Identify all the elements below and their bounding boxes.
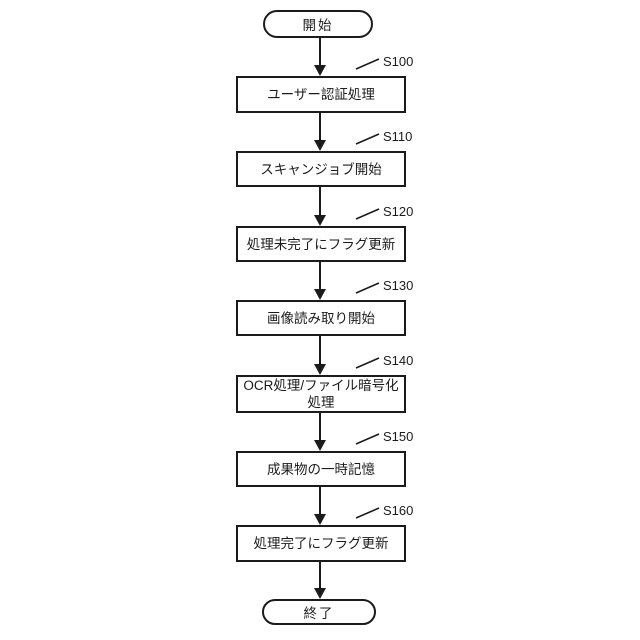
tick-slash-s150 bbox=[355, 433, 380, 445]
arrowhead-icon bbox=[314, 289, 326, 300]
step-label-s140: OCR処理/ファイル暗号化処理 bbox=[243, 378, 399, 410]
step-label-s150: 成果物の一時記憶 bbox=[267, 461, 375, 477]
step-label-s110: スキャンジョブ開始 bbox=[260, 161, 382, 177]
arrowhead-icon bbox=[314, 364, 326, 375]
arrowhead-icon bbox=[314, 440, 326, 451]
arrowhead-icon bbox=[314, 140, 326, 151]
step-id-s130: S130 bbox=[383, 278, 414, 293]
arrowhead-icon bbox=[314, 514, 326, 525]
step-box-s110: スキャンジョブ開始 bbox=[236, 151, 406, 187]
step-box-s140: OCR処理/ファイル暗号化処理 bbox=[236, 375, 406, 413]
arrowhead-icon bbox=[314, 215, 326, 226]
tick-slash-s140 bbox=[355, 357, 380, 369]
step-id-s120: S120 bbox=[383, 204, 414, 219]
step-id-s100: S100 bbox=[383, 54, 414, 69]
step-label-s130: 画像読み取り開始 bbox=[267, 310, 375, 326]
step-label-s160: 処理完了にフラグ更新 bbox=[253, 536, 389, 551]
step-box-s160: 処理完了にフラグ更新 bbox=[236, 525, 406, 562]
arrowhead-icon bbox=[314, 65, 326, 76]
step-id-ticks bbox=[355, 58, 380, 519]
terminal-start-label: 開始 bbox=[302, 18, 334, 33]
step-box-s100: ユーザー認証処理 bbox=[236, 76, 406, 113]
step-box-s130: 画像読み取り開始 bbox=[236, 300, 406, 336]
step-id-s160: S160 bbox=[383, 503, 414, 518]
step-label-s120: 処理未完了にフラグ更新 bbox=[246, 236, 396, 252]
step-label-s100: ユーザー認証処理 bbox=[267, 87, 375, 102]
tick-slash-s100 bbox=[355, 58, 380, 70]
terminal-end-label: 終了 bbox=[303, 606, 335, 621]
step-box-s120: 処理未完了にフラグ更新 bbox=[236, 226, 406, 262]
terminal-start: 開始 bbox=[263, 10, 373, 38]
tick-slash-s110 bbox=[355, 133, 380, 145]
step-id-s140: S140 bbox=[383, 353, 414, 368]
step-id-s150: S150 bbox=[383, 429, 414, 444]
terminal-end: 終了 bbox=[262, 599, 376, 625]
step-id-s110: S110 bbox=[383, 129, 413, 144]
tick-slash-s160 bbox=[355, 507, 380, 519]
tick-slash-s120 bbox=[355, 208, 380, 220]
step-box-s150: 成果物の一時記憶 bbox=[236, 451, 406, 487]
tick-slash-s130 bbox=[355, 282, 380, 294]
arrowhead-icon bbox=[314, 588, 326, 599]
